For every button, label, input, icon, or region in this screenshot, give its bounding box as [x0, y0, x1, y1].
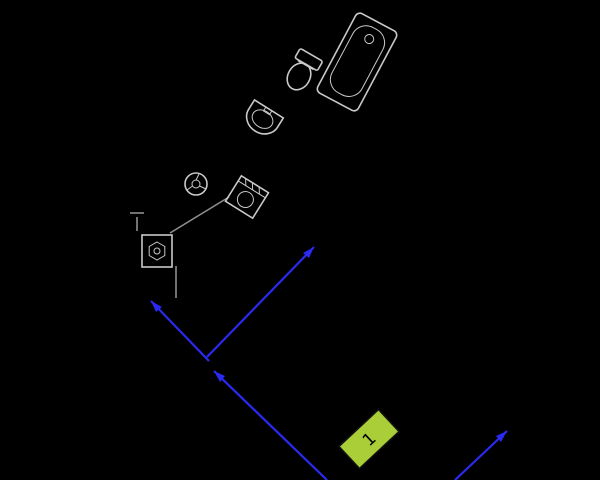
dimension-line-2[interactable] — [206, 246, 315, 358]
dimension-line-4-arrowhead — [496, 431, 507, 442]
washing-machine-drum — [236, 191, 254, 209]
fan-hub — [191, 179, 201, 189]
bathtub-outline — [316, 12, 398, 112]
room-label[interactable]: 1 — [337, 408, 401, 470]
bathtub[interactable] — [316, 11, 399, 112]
dimension-lines — [150, 246, 508, 480]
washing-machine[interactable] — [224, 174, 270, 220]
dimension-line-1-shaft — [150, 300, 210, 362]
extractor-fan[interactable] — [184, 172, 208, 196]
washbasin-bowl — [251, 109, 274, 129]
room-label-box — [337, 408, 401, 470]
dimension-line-1[interactable] — [150, 300, 210, 362]
dimension-line-1-arrowhead — [151, 301, 162, 312]
washing-machine-panel-line — [237, 180, 266, 199]
water-heater-hexagon — [148, 241, 166, 261]
washbasin-faucet — [262, 106, 273, 116]
washing-machine-hatch — [245, 178, 260, 195]
toilet-bowl — [286, 62, 312, 91]
walls[interactable] — [130, 196, 230, 298]
toilet-seat-line — [297, 60, 314, 71]
water-heater[interactable] — [141, 234, 173, 268]
dimension-line-4-shaft — [454, 430, 508, 480]
water-heater-valve — [153, 247, 161, 255]
washbasin[interactable] — [241, 98, 285, 140]
dimension-line-3-shaft — [213, 370, 328, 480]
fan-outline — [184, 172, 208, 196]
fan-blades — [186, 173, 207, 191]
washing-machine-body — [224, 174, 270, 220]
wall-diagonal — [169, 196, 230, 234]
toilet[interactable] — [281, 48, 323, 95]
bathtub-basin — [329, 25, 386, 97]
bathtub-drain — [364, 34, 375, 45]
dimension-line-4[interactable] — [454, 430, 508, 480]
dimension-line-2-arrowhead — [303, 247, 314, 258]
dimension-line-3[interactable] — [213, 370, 328, 480]
dimension-line-2-shaft — [206, 246, 315, 358]
water-heater-body — [141, 234, 173, 268]
washbasin-outline — [245, 98, 285, 135]
dimension-line-3-arrowhead — [214, 371, 225, 382]
